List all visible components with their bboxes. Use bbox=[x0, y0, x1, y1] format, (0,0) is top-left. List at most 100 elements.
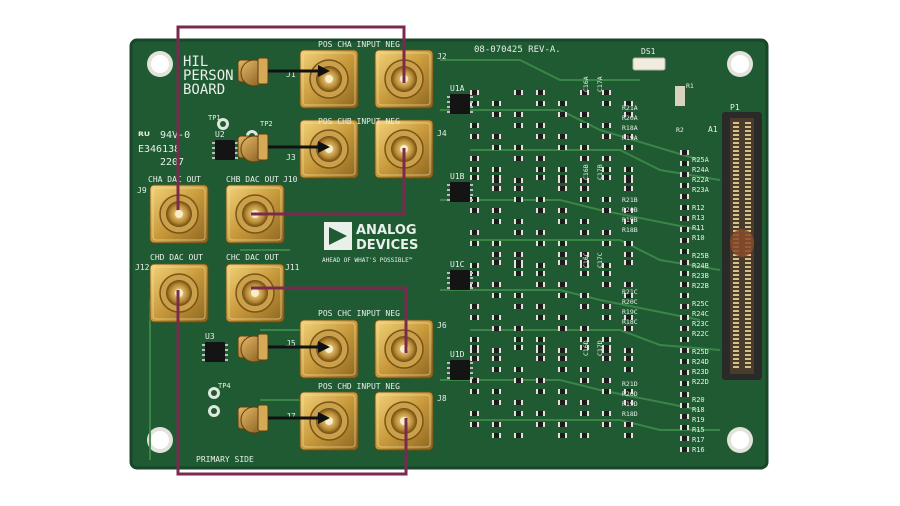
resistor-label: R23A bbox=[692, 186, 710, 194]
resistor-label: R25A bbox=[692, 156, 710, 164]
ul-mark: ᴿᵁ 94V-0 E346138 2207 bbox=[138, 129, 190, 168]
part-number: 08-070425 REV-A. bbox=[474, 45, 561, 55]
resistor-label: R16 bbox=[692, 446, 705, 454]
jack-ref: J3 bbox=[286, 153, 296, 162]
component-label: R19A bbox=[622, 134, 638, 142]
component-label: C17A bbox=[596, 76, 604, 92]
sma-jack bbox=[299, 119, 359, 179]
resistor-label: R22C bbox=[692, 330, 709, 338]
component-label: C16B bbox=[582, 164, 590, 180]
resistor-label: R20 bbox=[692, 396, 705, 404]
component-label: R18B bbox=[622, 226, 638, 234]
input-label: POS CHB INPUT NEG bbox=[318, 117, 400, 126]
component-label: R1 bbox=[686, 82, 694, 90]
chip-label: U1D bbox=[450, 350, 465, 359]
resistor-label: R18 bbox=[692, 406, 705, 414]
sma-plugs bbox=[237, 57, 330, 434]
jack-ref: J2 bbox=[437, 52, 447, 61]
component-label: R2 bbox=[676, 126, 684, 134]
smd-components: R25AR24AR22AR23AR12R13R11R10R25BR24BR23B… bbox=[470, 76, 710, 454]
pcb-traces bbox=[149, 59, 721, 460]
component-label: R21B bbox=[622, 196, 638, 204]
logo-line2: DEVICES bbox=[356, 238, 418, 253]
resistor-label: R25D bbox=[692, 348, 709, 356]
input-label: POS CHA INPUT NEG bbox=[318, 40, 400, 49]
sma-jack bbox=[374, 391, 434, 451]
jack-ref: J12 bbox=[135, 263, 150, 272]
input-label: POS CHC INPUT NEG bbox=[318, 309, 400, 318]
component-label: C16C bbox=[582, 252, 590, 268]
component-label: R19D bbox=[622, 400, 638, 408]
component-label: R21A bbox=[622, 104, 638, 112]
svg-text:TP1: TP1 bbox=[208, 114, 221, 122]
edge-connector-p1 bbox=[722, 112, 762, 380]
board-title-1: HIL bbox=[183, 54, 208, 70]
component-label: R18D bbox=[622, 410, 638, 418]
sma-jack-dac bbox=[225, 263, 285, 323]
chip-label: U3 bbox=[205, 332, 215, 341]
analog-devices-logo: ANALOG DEVICES AHEAD OF WHAT'S POSSIBLE™ bbox=[322, 222, 418, 264]
chip-u3: U3 bbox=[202, 332, 228, 362]
logo-tagline: AHEAD OF WHAT'S POSSIBLE™ bbox=[322, 257, 413, 264]
led-ds1 bbox=[632, 57, 666, 71]
resistor-label: R13 bbox=[692, 214, 705, 222]
resistor-label: R22B bbox=[692, 282, 709, 290]
resistor-label: R23B bbox=[692, 272, 709, 280]
a1-label: A1 bbox=[708, 125, 718, 134]
chip-u1b: U1B bbox=[447, 172, 473, 202]
chip-label: U2 bbox=[215, 130, 225, 139]
resistor-label: R25B bbox=[692, 252, 709, 260]
component-label: R20B bbox=[622, 206, 638, 214]
svg-text:TP2: TP2 bbox=[260, 120, 273, 128]
sma-plug bbox=[237, 57, 330, 87]
resistor-label: R25C bbox=[692, 300, 709, 308]
chip-label: U1A bbox=[450, 84, 465, 93]
dac-label: CHC DAC OUT bbox=[226, 253, 279, 262]
jack-ref: J4 bbox=[437, 129, 447, 138]
resistor-label: R17 bbox=[692, 436, 705, 444]
svg-text:ᴿᵁ: ᴿᵁ bbox=[138, 129, 150, 143]
chip-u2: U2 bbox=[212, 130, 238, 160]
component-label: C17B bbox=[596, 164, 604, 180]
sma-jack bbox=[299, 49, 359, 109]
component-label: R19C bbox=[622, 308, 638, 316]
resistor-label: R23C bbox=[692, 320, 709, 328]
mounting-holes bbox=[147, 51, 753, 453]
svg-text:2207: 2207 bbox=[160, 157, 184, 168]
chip-u1d: U1D bbox=[447, 350, 473, 380]
component-label: R20D bbox=[622, 390, 638, 398]
svg-text:TP4: TP4 bbox=[218, 382, 231, 390]
jack-ref: J5 bbox=[286, 339, 296, 348]
jack-ref: J11 bbox=[285, 263, 300, 272]
wiring-overlay bbox=[176, 25, 408, 476]
chip-label: U1C bbox=[450, 260, 465, 269]
ds1-label: DS1 bbox=[641, 47, 656, 56]
resistor-r1 bbox=[675, 86, 685, 106]
jack-ref: J8 bbox=[437, 394, 447, 403]
resistor-label: R19 bbox=[692, 416, 705, 424]
resistor-label: R24D bbox=[692, 358, 709, 366]
dac-label: CHA DAC OUT bbox=[148, 175, 201, 184]
svg-text:94V-0: 94V-0 bbox=[160, 130, 190, 141]
component-label: C16D bbox=[582, 340, 590, 356]
jack-ref: J6 bbox=[437, 321, 447, 330]
p1-label: P1 bbox=[730, 103, 740, 112]
component-label: R21C bbox=[622, 288, 638, 296]
component-label: R20C bbox=[622, 298, 638, 306]
dac-label: CHB DAC OUT bbox=[226, 175, 279, 184]
resistor-label: R12 bbox=[692, 204, 705, 212]
component-label: R18A bbox=[622, 124, 638, 132]
jack-ref: J10 bbox=[283, 175, 298, 184]
sma-plug bbox=[237, 404, 330, 434]
sma-jack bbox=[299, 391, 359, 451]
component-label: R21D bbox=[622, 380, 638, 388]
board-title-3: BOARD bbox=[183, 82, 225, 98]
resistor-label: R11 bbox=[692, 224, 705, 232]
resistor-label: R22A bbox=[692, 176, 710, 184]
resistor-label: R24C bbox=[692, 310, 709, 318]
jack-ref: J9 bbox=[137, 186, 147, 195]
chip-u1a: U1A bbox=[447, 84, 473, 114]
